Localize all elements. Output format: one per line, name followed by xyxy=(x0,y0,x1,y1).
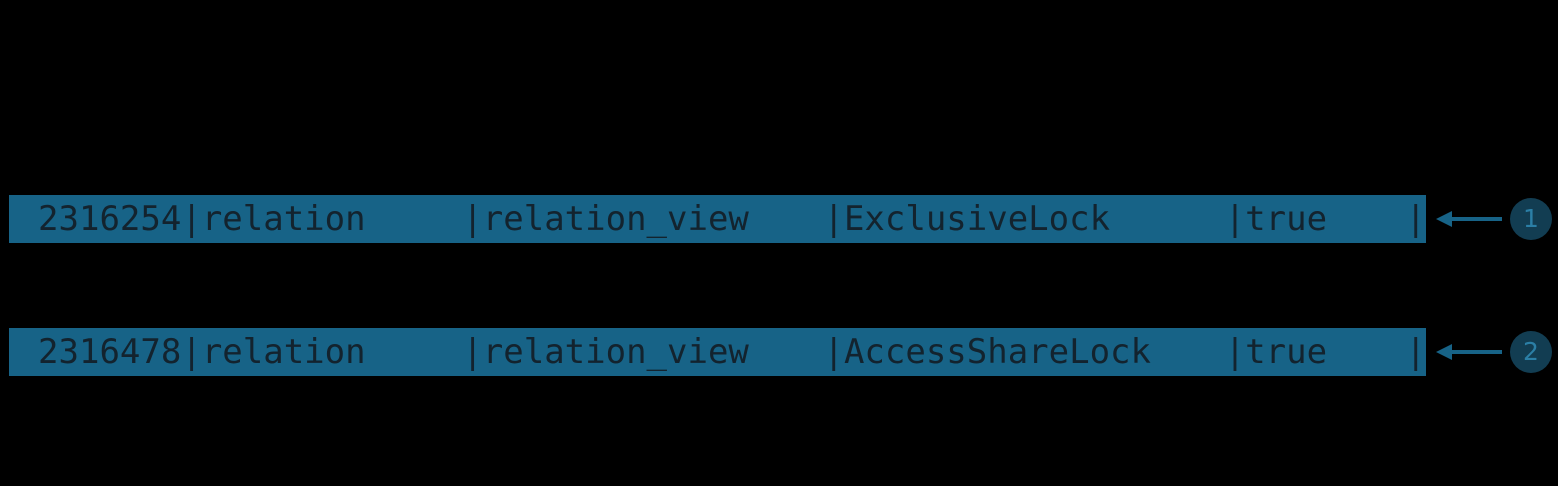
column-separator: | xyxy=(462,199,483,239)
column-separator: | xyxy=(462,332,483,372)
table-row[interactable]: 2316478 | relation | relation_view | Acc… xyxy=(9,328,1426,376)
column-separator: | xyxy=(1405,199,1426,239)
arrow-left-icon xyxy=(1436,211,1502,227)
arrow-left-icon xyxy=(1436,344,1502,360)
column-separator: | xyxy=(181,332,202,372)
column-separator: | xyxy=(1224,199,1246,239)
lock-mode-value: AccessShareLock xyxy=(843,332,1151,372)
column-separator: | xyxy=(1224,332,1246,372)
lock-pid-value: 2316478 xyxy=(38,332,182,372)
column-separator: | xyxy=(181,199,202,239)
lock-relation-value: relation_view xyxy=(482,199,749,239)
annotation-badge[interactable]: 2 xyxy=(1510,331,1552,373)
lock-granted-value: true xyxy=(1245,332,1328,372)
lock-relation-value: relation_view xyxy=(482,332,749,372)
column-separator: | xyxy=(823,199,844,239)
lock-type-value: relation xyxy=(201,199,366,239)
annotation-badge[interactable]: 1 xyxy=(1510,198,1552,240)
lock-type-value: relation xyxy=(201,332,366,372)
table-row[interactable]: 2316254 | relation | relation_view | Exc… xyxy=(9,195,1426,243)
lock-granted-value: true xyxy=(1245,199,1328,239)
column-separator: | xyxy=(823,332,844,372)
lock-mode-value: ExclusiveLock xyxy=(843,199,1111,239)
column-separator: | xyxy=(1405,332,1426,372)
lock-pid-value: 2316254 xyxy=(38,199,182,239)
